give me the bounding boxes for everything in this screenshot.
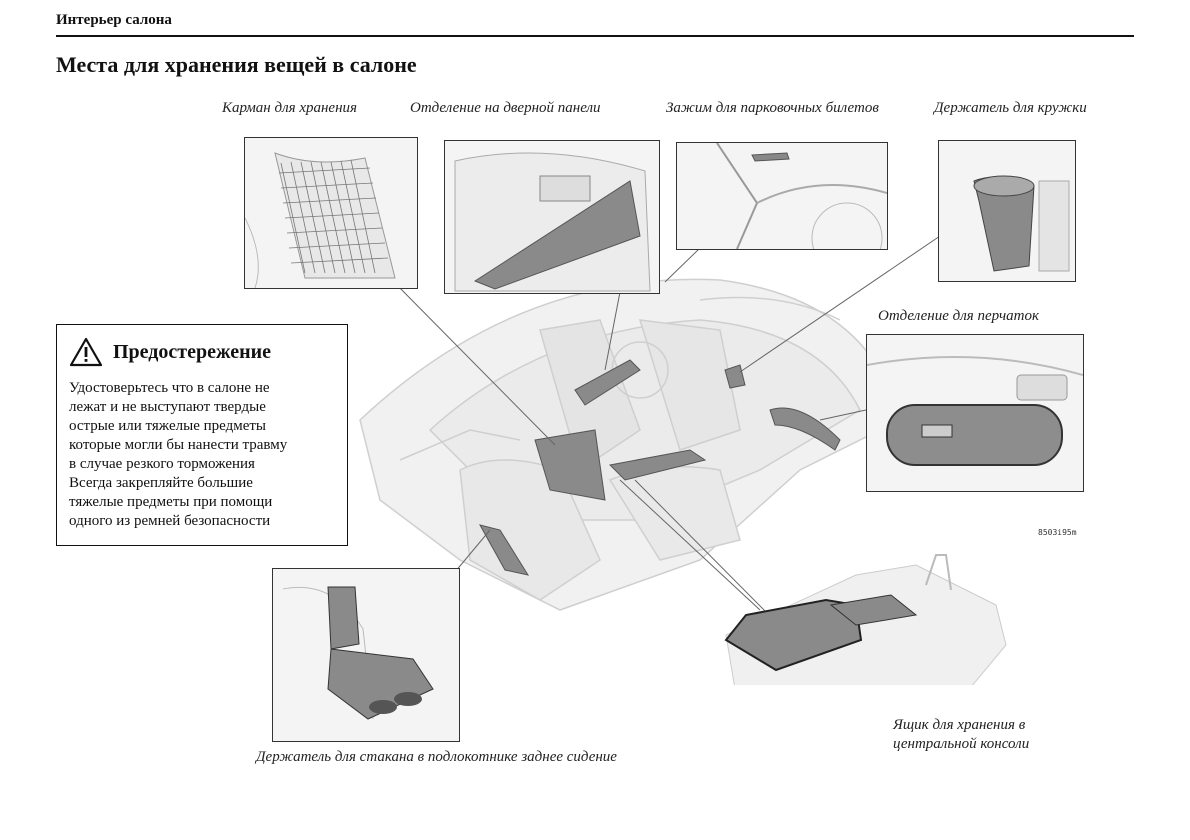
warning-line: лежат и не выступают твердые [69,399,266,415]
warning-line: которые могли бы нанести травму [69,437,288,453]
page-title: Места для хранения вещей в салоне [56,52,417,77]
warning-line: острые или тяжелые предметы [69,418,266,434]
warning-triangle-icon [69,337,103,367]
section-header: Интерьер салона [56,12,1134,37]
inset-glovebox [866,334,1084,492]
caption-ticket-clip: Зажим для парковочных билетов [666,100,879,116]
warning-line: в случае резкого торможения [69,456,255,472]
warning-text: Удостоверьтесь что в салоне не лежат и н… [69,379,335,531]
warning-title: Предостережение [113,340,272,363]
warning-line: Удостоверьтесь что в салоне не [69,380,270,396]
inset-rear-armrest [272,568,460,742]
caption-storage-pocket: Карман для хранения [222,100,357,116]
caption-rear-armrest: Держатель для стакана в подлокотнике зад… [256,749,617,765]
caption-cup-holder: Держатель для кружки [934,100,1087,116]
caption-door-panel: Отделение на дверной панели [410,100,601,116]
caption-console-box-line1: Ящик для хранения в [893,717,1026,733]
warning-header: Предостережение [69,337,335,367]
warning-line: одного из ремней безопасности [69,513,271,529]
figure-code: 8503i95m [1038,528,1077,537]
inset-door-panel [444,140,660,294]
inset-ticket-clip [676,142,888,250]
warning-box: Предостережение Удостоверьтесь что в сал… [56,324,348,546]
inset-storage-pocket [244,137,418,289]
inset-cup-holder [938,140,1076,282]
warning-line: Всегда закрепляйте большие [69,475,253,491]
caption-glovebox: Отделение для перчаток [878,308,1039,324]
warning-line: тяжелые предметы при помощи [69,494,273,510]
caption-console-box: Ящик для хранения в центральной консоли [893,716,1029,754]
inset-console-box [724,554,1007,685]
caption-console-box-line2: центральной консоли [893,736,1030,752]
